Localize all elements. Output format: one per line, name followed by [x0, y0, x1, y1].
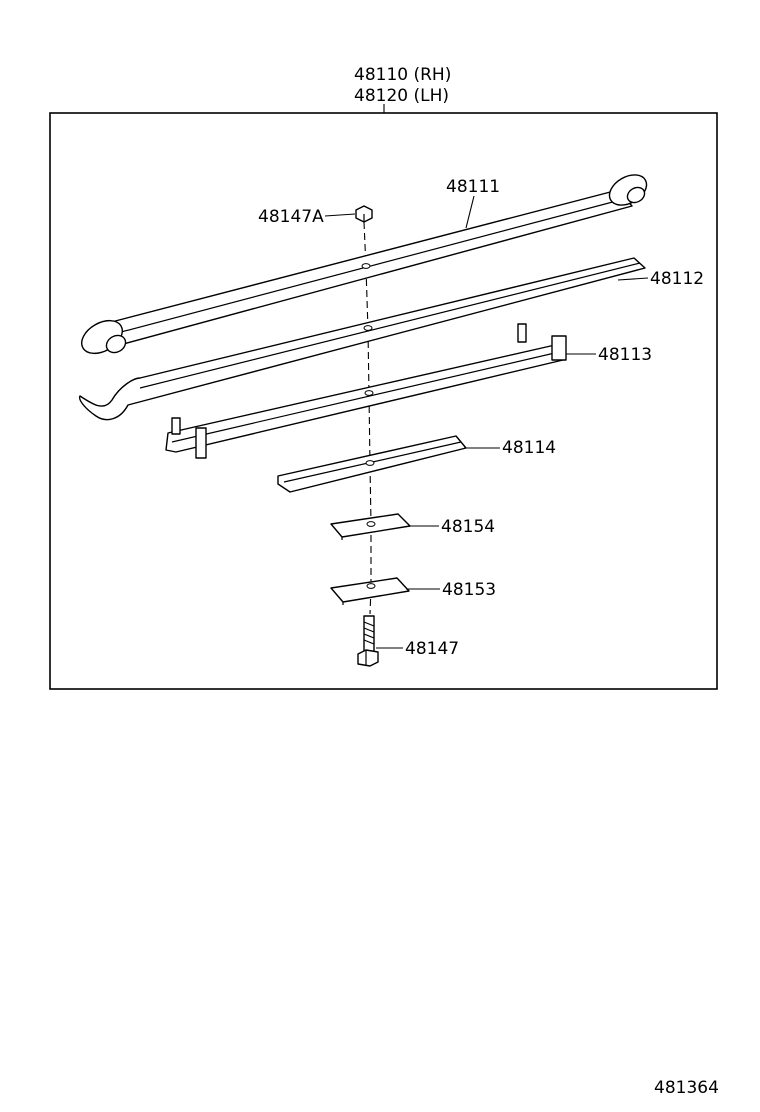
center-nut-part [355, 205, 373, 223]
assembly-label-rh: 48110 (RH) [354, 65, 451, 85]
label-48114: 48114 [502, 438, 556, 458]
assembly-label-lh: 48120 (LH) [354, 86, 449, 106]
label-48113: 48113 [598, 345, 652, 365]
label-48111: 48111 [446, 177, 500, 197]
label-48154: 48154 [441, 517, 495, 537]
assembly-frame [49, 112, 718, 690]
third-leaf-part [165, 323, 567, 459]
center-bolt-part [357, 615, 379, 667]
label-48147: 48147 [405, 639, 459, 659]
second-leaf-part [78, 257, 646, 421]
label-48153: 48153 [442, 580, 496, 600]
center-axis [363, 221, 372, 615]
fourth-leaf-part [277, 435, 467, 493]
leader-48111 [465, 195, 475, 229]
leader-48147A [324, 213, 356, 217]
main-leaf-part [81, 174, 648, 355]
label-48112: 48112 [650, 269, 704, 289]
diagram-id: 481364 [654, 1078, 719, 1098]
leader-48112 [617, 277, 649, 281]
label-48147A: 48147A [258, 207, 324, 227]
spacer-lower-part [330, 577, 410, 605]
